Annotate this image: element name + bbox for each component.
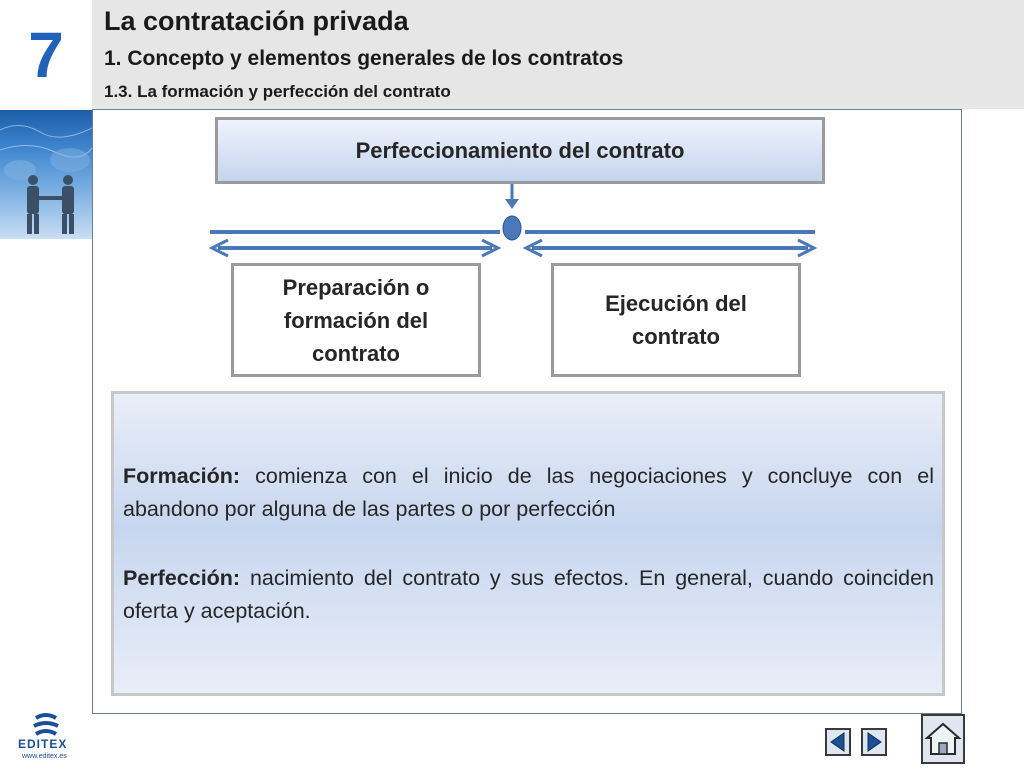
ejecucion-line-2: contrato: [631, 324, 720, 349]
preparacion-box: Preparación o formación del contrato: [231, 263, 481, 377]
preparacion-line-3: contrato: [312, 340, 400, 366]
home-icon: [924, 722, 962, 755]
editex-logo-icon: [33, 713, 59, 736]
perfeccionamiento-box: Perfeccionamiento del contrato: [215, 117, 825, 184]
perfeccion-label: Perfección:: [123, 566, 241, 590]
handshake-banner-image: [0, 110, 92, 239]
formacion-text: comienza con el inicio de las negociacio…: [123, 464, 934, 521]
preparacion-line-1: Preparación o: [282, 274, 430, 300]
ejecucion-line-1: Ejecución del: [605, 291, 747, 316]
perfeccionamiento-label: Perfeccionamiento del contrato: [355, 137, 685, 163]
subsection-subtitle: 1.3. La formación y perfección del contr…: [104, 82, 451, 101]
perfeccion-paragraph: Perfección: nacimiento del contrato y su…: [123, 562, 934, 628]
editex-logo-url: www.editex.es: [22, 753, 67, 760]
home-button[interactable]: [921, 714, 965, 764]
chapter-badge: 7: [0, 0, 92, 110]
header-bar: [92, 0, 1024, 109]
prev-arrow-icon: [830, 732, 845, 752]
info-panel: [111, 391, 945, 696]
prev-button[interactable]: [825, 728, 851, 756]
next-button[interactable]: [861, 728, 887, 756]
formacion-label: Formación:: [123, 464, 241, 488]
preparacion-line-2: formación del: [283, 307, 429, 333]
editex-logo-text: EDITEX: [18, 737, 68, 751]
perfeccion-text: nacimiento del contrato y sus efectos. E…: [123, 566, 934, 623]
next-arrow-icon: [867, 732, 882, 752]
diagram-node: [502, 215, 522, 241]
page-title: La contratación privada: [104, 6, 409, 36]
formacion-paragraph: Formación: comienza con el inicio de las…: [123, 460, 934, 526]
chapter-number: 7: [28, 19, 64, 91]
section-subtitle: 1. Concepto y elementos generales de los…: [104, 47, 624, 70]
ejecucion-box: Ejecución del contrato: [551, 263, 801, 377]
